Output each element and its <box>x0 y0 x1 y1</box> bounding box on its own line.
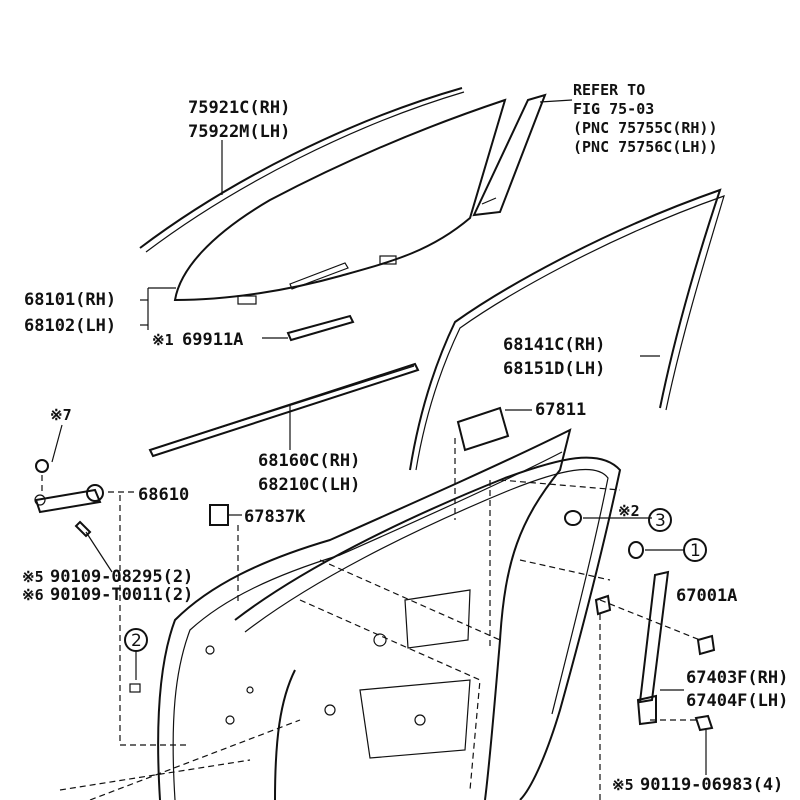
note-mark-1: ※1 <box>152 331 174 349</box>
note-mark-5a: ※5 <box>22 568 44 586</box>
label-bolt-c: 90119-06983(4) <box>640 775 783 795</box>
door-glass <box>140 98 507 330</box>
label-refer-1: REFER TO <box>573 81 645 99</box>
label-weather-rh: 68160C(RH) <box>258 451 360 471</box>
grommet-3 <box>564 508 672 532</box>
label-seal-lh: 67404F(LH) <box>686 691 788 711</box>
label-bolt-a: 90109-08295(2) <box>50 567 193 587</box>
label-seal-rh: 67403F(RH) <box>686 668 788 688</box>
door-hinge <box>34 424 190 746</box>
door-frame <box>59 428 622 800</box>
callout-3: 3 <box>655 511 666 531</box>
label-run-lh: 68151D(LH) <box>503 359 605 379</box>
label-run-rh: 68141C(RH) <box>503 335 605 355</box>
callout-circle-3 <box>648 508 672 532</box>
note-mark-2: ※2 <box>618 502 640 520</box>
label-refer-4: (PNC 75756C(LH)) <box>573 138 718 156</box>
belt-weatherstrip <box>148 362 420 458</box>
plug-2 <box>124 628 148 693</box>
pad-67811 <box>454 406 532 520</box>
glass-run-channel <box>409 188 725 471</box>
clip-67837k <box>209 504 242 605</box>
door-seal-67403f <box>636 570 714 775</box>
label-bolt-b: 90109-T0011(2) <box>50 585 193 605</box>
label-67837k: 67837K <box>244 507 306 527</box>
label-glass-rh: 75921C(RH) <box>188 98 290 118</box>
callout-1: 1 <box>690 541 701 561</box>
callout-circle-1 <box>683 538 707 562</box>
label-sub-lh: 68102(LH) <box>24 316 116 336</box>
label-67811: 67811 <box>535 400 586 420</box>
label-67001a: 67001A <box>676 586 737 606</box>
label-refer-2: FIG 75-03 <box>573 100 654 118</box>
note-mark-7: ※7 <box>50 406 72 424</box>
label-68610: 68610 <box>138 485 189 505</box>
pillar-garnish <box>472 93 573 217</box>
channel-strip-69911a <box>262 314 355 342</box>
label-sub-rh: 68101(RH) <box>24 290 116 310</box>
callout-2: 2 <box>131 631 142 651</box>
grommet-1 <box>628 538 707 562</box>
label-glass-lh: 75922M(LH) <box>188 122 290 142</box>
label-refer-3: (PNC 75755C(RH)) <box>573 119 718 137</box>
note-mark-6: ※6 <box>22 586 44 604</box>
label-69911a: 69911A <box>182 330 243 350</box>
note-mark-5c: ※5 <box>612 776 634 794</box>
glass-outer-moulding <box>139 87 465 253</box>
label-weather-lh: 68210C(LH) <box>258 475 360 495</box>
